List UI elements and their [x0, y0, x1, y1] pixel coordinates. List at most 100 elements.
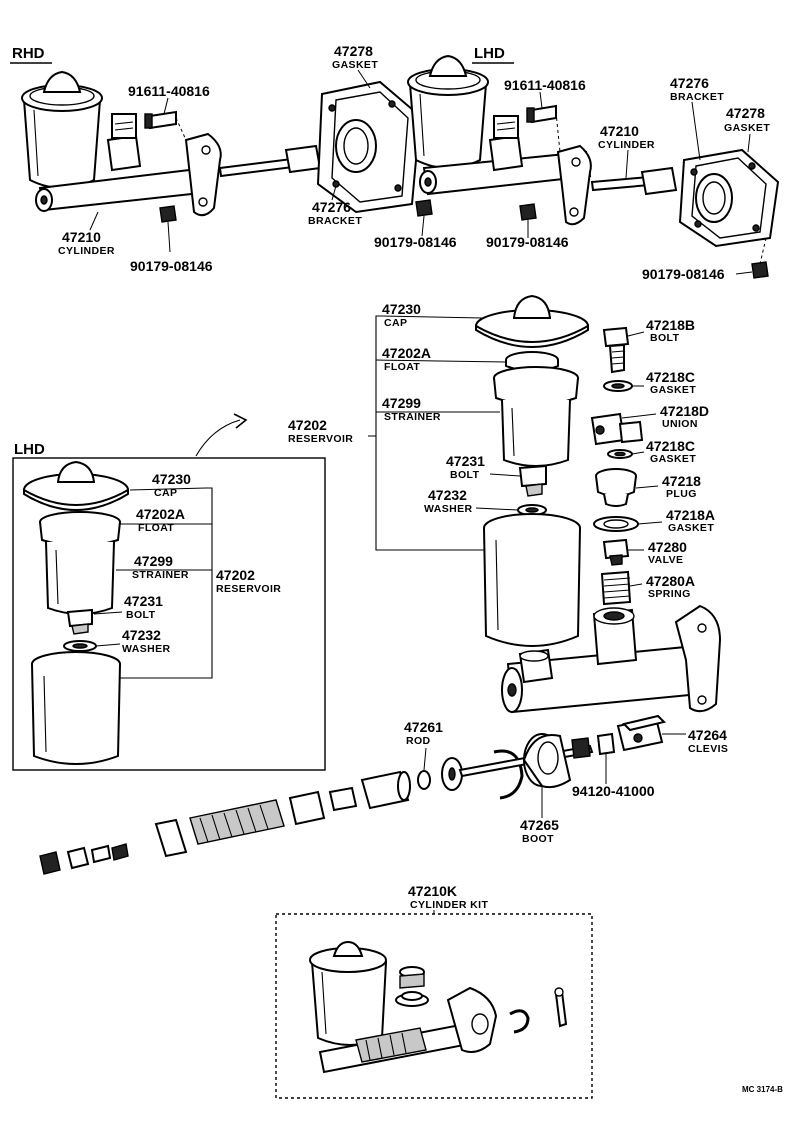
- washer-leader: [475, 507, 519, 511]
- gasket-c1-number: 47218C: [646, 369, 695, 385]
- clevis-name: CLEVIS: [688, 743, 728, 755]
- main-reservoir-drawing: [475, 294, 722, 714]
- inset-strainer-name: STRAINER: [132, 569, 189, 581]
- lhd-bolt-leader: [539, 91, 543, 109]
- inset-strainer-number: 47299: [134, 553, 173, 569]
- left-bracket-drawing: [316, 80, 422, 214]
- bolt-name: BOLT: [450, 469, 480, 481]
- bracket-left-number: 47276: [312, 199, 351, 215]
- lhd-nut-a-label: 90179-08146: [374, 234, 457, 250]
- union-number: 47218D: [660, 403, 709, 419]
- inset-group-bracket: [120, 487, 213, 679]
- bracket-left-name: BRACKET: [308, 215, 362, 227]
- inset-bolt-name: BOLT: [126, 609, 156, 621]
- lhd-cylinder-leader: [625, 149, 629, 179]
- float-number: 47202A: [382, 345, 431, 361]
- rhd-cylinder-name: CYLINDER: [58, 245, 115, 257]
- section-lhd-inset-label: LHD: [14, 441, 45, 458]
- section-lhd-top-label: LHD: [474, 45, 505, 62]
- gasket-a-name: GASKET: [668, 522, 714, 534]
- bolt-b-name: BOLT: [650, 332, 680, 344]
- inset-cap-number: 47230: [152, 471, 191, 487]
- gasket-right-leader: [747, 133, 751, 153]
- inset-washer-name: WASHER: [122, 643, 171, 655]
- inset-washer-leader: [95, 643, 121, 647]
- rhd-master-cylinder-drawing: [21, 70, 322, 253]
- bracket-right-leader: [691, 101, 701, 161]
- gasket-c2-number: 47218C: [646, 438, 695, 454]
- inset-arrow-head: [233, 413, 248, 429]
- bolt-b-number: 47218B: [646, 317, 695, 333]
- kit-number: 47210K: [408, 883, 457, 899]
- inset-reservoir-name: RESERVOIR: [216, 583, 281, 595]
- rhd-bolt-label: 91611-40816: [128, 83, 210, 99]
- strainer-number: 47299: [382, 395, 421, 411]
- lhd-cylinder-number: 47210: [600, 123, 639, 139]
- inset-reservoir-drawing: [23, 460, 129, 765]
- rhd-cylinder-number: 47210: [62, 229, 101, 245]
- plug-number: 47218: [662, 473, 701, 489]
- reservoir-group-bracket: [375, 315, 484, 551]
- gasket-left-leader: [357, 69, 371, 89]
- lhd-master-cylinder-drawing: [407, 54, 678, 238]
- kit-name: CYLINDER KIT: [410, 899, 488, 911]
- bolt-leader: [489, 473, 521, 477]
- bracket-right-number: 47276: [670, 75, 709, 91]
- clevis-number: 47264: [688, 727, 727, 743]
- lhd-nut-c-leader: [735, 271, 753, 275]
- reservoir-number: 47202: [288, 417, 327, 433]
- inset-cap-leader: [129, 487, 207, 491]
- spring-name: SPRING: [648, 588, 691, 600]
- bracket-right-name: BRACKET: [670, 91, 724, 103]
- bracket-left-leader: [331, 185, 337, 201]
- lhd-nut-b-label: 90179-08146: [486, 234, 569, 250]
- bolt-number: 47231: [446, 453, 485, 469]
- gasket-a-number: 47218A: [666, 507, 715, 523]
- inset-float-name: FLOAT: [138, 522, 174, 534]
- reservoir-name: RESERVOIR: [288, 433, 353, 445]
- rod-name: ROD: [406, 735, 431, 747]
- lhd-cylinder-name: CYLINDER: [598, 139, 655, 151]
- gasket-c1-name: GASKET: [650, 384, 696, 396]
- lhd-bolt-label: 91611-40816: [504, 77, 586, 93]
- spring-leader: [629, 583, 643, 587]
- washer-name: WASHER: [424, 503, 473, 515]
- valve-name: VALVE: [648, 554, 683, 566]
- cap-number: 47230: [382, 301, 421, 317]
- gasket-c2-name: GASKET: [650, 453, 696, 465]
- side-parts-drawing: [590, 326, 644, 606]
- gasket-left-number: 47278: [334, 43, 373, 59]
- rhd-cylinder-leader: [89, 211, 99, 231]
- rod-leader: [423, 747, 427, 771]
- rhd-nut-label: 90179-08146: [130, 258, 213, 274]
- spring-number: 47280A: [646, 573, 695, 589]
- rhd-bolt-leader: [163, 97, 169, 115]
- figure-code: MC 3174-B: [742, 1085, 783, 1094]
- section-rhd-label: RHD: [12, 45, 45, 62]
- strainer-name: STRAINER: [384, 411, 441, 423]
- union-leader: [621, 413, 657, 419]
- bolt-b-leader: [627, 331, 645, 337]
- float-name: FLOAT: [384, 361, 420, 373]
- plug-name: PLUG: [666, 488, 697, 500]
- valve-number: 47280: [648, 539, 687, 555]
- lhd-nut-c-label: 90179-08146: [642, 266, 725, 282]
- nut-label: 94120-41000: [572, 783, 655, 799]
- kit-contents-drawing: [309, 940, 568, 1074]
- boot-name: BOOT: [522, 833, 554, 845]
- boot-number: 47265: [520, 817, 559, 833]
- plug-leader: [635, 485, 659, 489]
- gasket-a-leader: [637, 521, 663, 525]
- rod-number: 47261: [404, 719, 443, 735]
- cap-name: CAP: [384, 317, 407, 329]
- union-name: UNION: [662, 418, 698, 430]
- lhd-inset-box: [12, 457, 326, 771]
- inset-float-number: 47202A: [136, 506, 185, 522]
- gasket-left-name: GASKET: [332, 59, 378, 71]
- inset-reservoir-number: 47202: [216, 567, 255, 583]
- float-leader: [375, 359, 507, 363]
- gasket-c2-leader: [631, 451, 645, 455]
- inset-bolt-leader: [93, 611, 123, 615]
- cap-leader: [381, 315, 483, 319]
